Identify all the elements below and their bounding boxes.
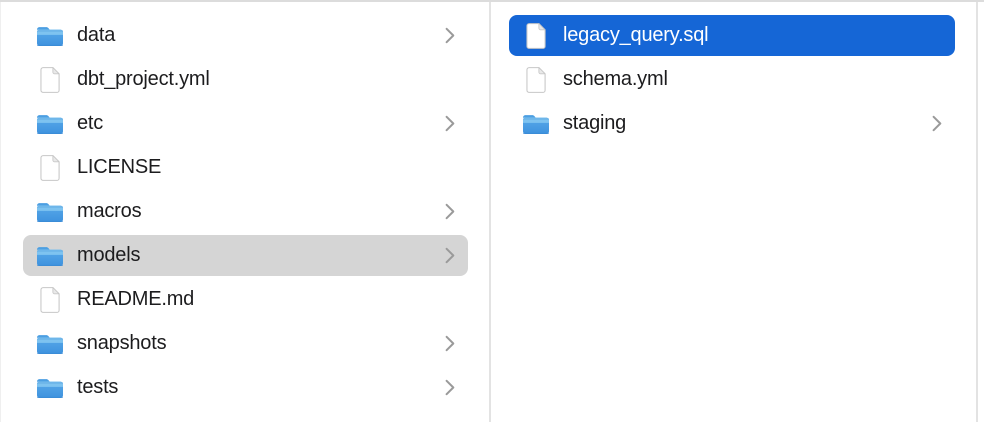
item-data[interactable]: data — [23, 15, 468, 56]
item-label: data — [77, 24, 116, 46]
item-macros[interactable]: macros — [23, 191, 468, 232]
folder-icon — [35, 110, 65, 138]
column-spacer — [978, 2, 984, 422]
folder-icon — [35, 242, 65, 270]
item-staging[interactable]: staging — [509, 103, 955, 144]
folder-icon — [35, 198, 65, 226]
item-label: LICENSE — [77, 156, 162, 178]
item-label: snapshots — [77, 332, 167, 354]
document-icon — [521, 22, 551, 50]
item-etc[interactable]: etc — [23, 103, 468, 144]
folder-icon — [521, 110, 551, 138]
finder-column-parent: data dbt_project.yml etc LICENSE macros … — [0, 2, 491, 422]
item-license[interactable]: LICENSE — [23, 147, 468, 188]
chevron-right-icon — [932, 115, 943, 132]
item-label: macros — [77, 200, 142, 222]
item-label: tests — [77, 376, 119, 398]
item-label: etc — [77, 112, 104, 134]
document-icon — [35, 154, 65, 182]
item-label: legacy_query.sql — [563, 24, 709, 46]
finder-column-current: legacy_query.sql schema.yml staging — [491, 2, 978, 422]
item-readme-md[interactable]: README.md — [23, 279, 468, 320]
item-models[interactable]: models — [23, 235, 468, 276]
item-label: models — [77, 244, 141, 266]
item-snapshots[interactable]: snapshots — [23, 323, 468, 364]
folder-icon — [35, 374, 65, 402]
item-label: staging — [563, 112, 627, 134]
document-icon — [35, 66, 65, 94]
chevron-right-icon — [445, 379, 456, 396]
item-dbt-project-yml[interactable]: dbt_project.yml — [23, 59, 468, 100]
item-label: dbt_project.yml — [77, 68, 210, 90]
item-label: README.md — [77, 288, 195, 310]
folder-icon — [35, 330, 65, 358]
item-tests[interactable]: tests — [23, 367, 468, 408]
chevron-right-icon — [445, 247, 456, 264]
item-schema-yml[interactable]: schema.yml — [509, 59, 955, 100]
folder-icon — [35, 22, 65, 50]
document-icon — [521, 66, 551, 94]
chevron-right-icon — [445, 203, 456, 220]
chevron-right-icon — [445, 115, 456, 132]
document-icon — [35, 286, 65, 314]
chevron-right-icon — [445, 27, 456, 44]
item-legacy-query-sql[interactable]: legacy_query.sql — [509, 15, 955, 56]
item-label: schema.yml — [563, 68, 668, 90]
chevron-right-icon — [445, 335, 456, 352]
